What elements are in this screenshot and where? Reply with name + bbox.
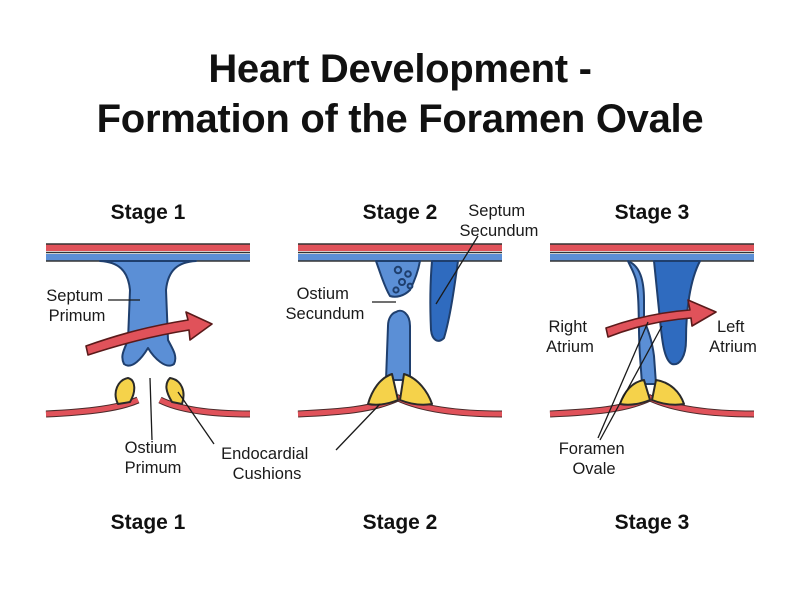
stage-1-ventricular-wall (45, 396, 251, 418)
stage-3-label-top: Stage 3 (615, 201, 690, 224)
stage-3-atrial-roof (550, 243, 754, 262)
stage-2-septum-primum-lower (385, 309, 411, 381)
left-atrium-label: Left Atrium (709, 318, 757, 356)
septum-primum-label: Septum Primum (46, 287, 107, 325)
stage-1-atrial-roof (46, 243, 250, 262)
title-line-1: Heart Development - (208, 47, 592, 91)
right-atrium-label: Right Atrium (546, 318, 594, 356)
stage-1-panel: Septum Primum Ostium Primum Endocardial … (45, 243, 313, 483)
stage-1-endocardial-cushion-right (165, 377, 185, 405)
septum-secundum-label: Septum Secundum (460, 202, 539, 240)
stage-1-label-top: Stage 1 (111, 201, 186, 224)
stage-3-panel: Right Atrium Left Atrium Foramen Ovale (546, 243, 757, 478)
stage-3-blood-flow-arrow (605, 299, 717, 338)
stage-1-septum-primum (99, 260, 197, 367)
stage-2-endocardial-cushion-right (399, 373, 433, 406)
stage-2-septum-secundum (429, 260, 459, 342)
stage-2-label-top: Stage 2 (363, 201, 438, 224)
stage-3-label-bottom: Stage 3 (615, 511, 690, 534)
stage-2-perforations (392, 265, 414, 294)
stage-2-label-bottom: Stage 2 (363, 511, 438, 534)
ostium-primum-label: Ostium Primum (125, 439, 182, 477)
foramen-ovale-label: Foramen Ovale (559, 440, 630, 478)
ostium-secundum-label: Ostium Secundum (286, 285, 365, 323)
stage-3-endocardial-cushion-right (651, 379, 685, 406)
stage-1-blood-flow-arrow (85, 311, 213, 356)
title-line-2: Formation of the Foramen Ovale (96, 97, 704, 141)
stage-1-endocardial-cushion-left (114, 377, 136, 405)
stage-1-label-bottom: Stage 1 (111, 511, 186, 534)
stage-2-endocardial-cushion-left (367, 373, 399, 406)
stage-2-panel: Ostium Secundum Septum Secundum (286, 202, 539, 451)
stage-3-endocardial-cushion-left (619, 379, 651, 406)
endocardial-cushions-label: Endocardial Cushions (221, 445, 313, 483)
page-title: Heart Development - Formation of the For… (0, 44, 800, 144)
